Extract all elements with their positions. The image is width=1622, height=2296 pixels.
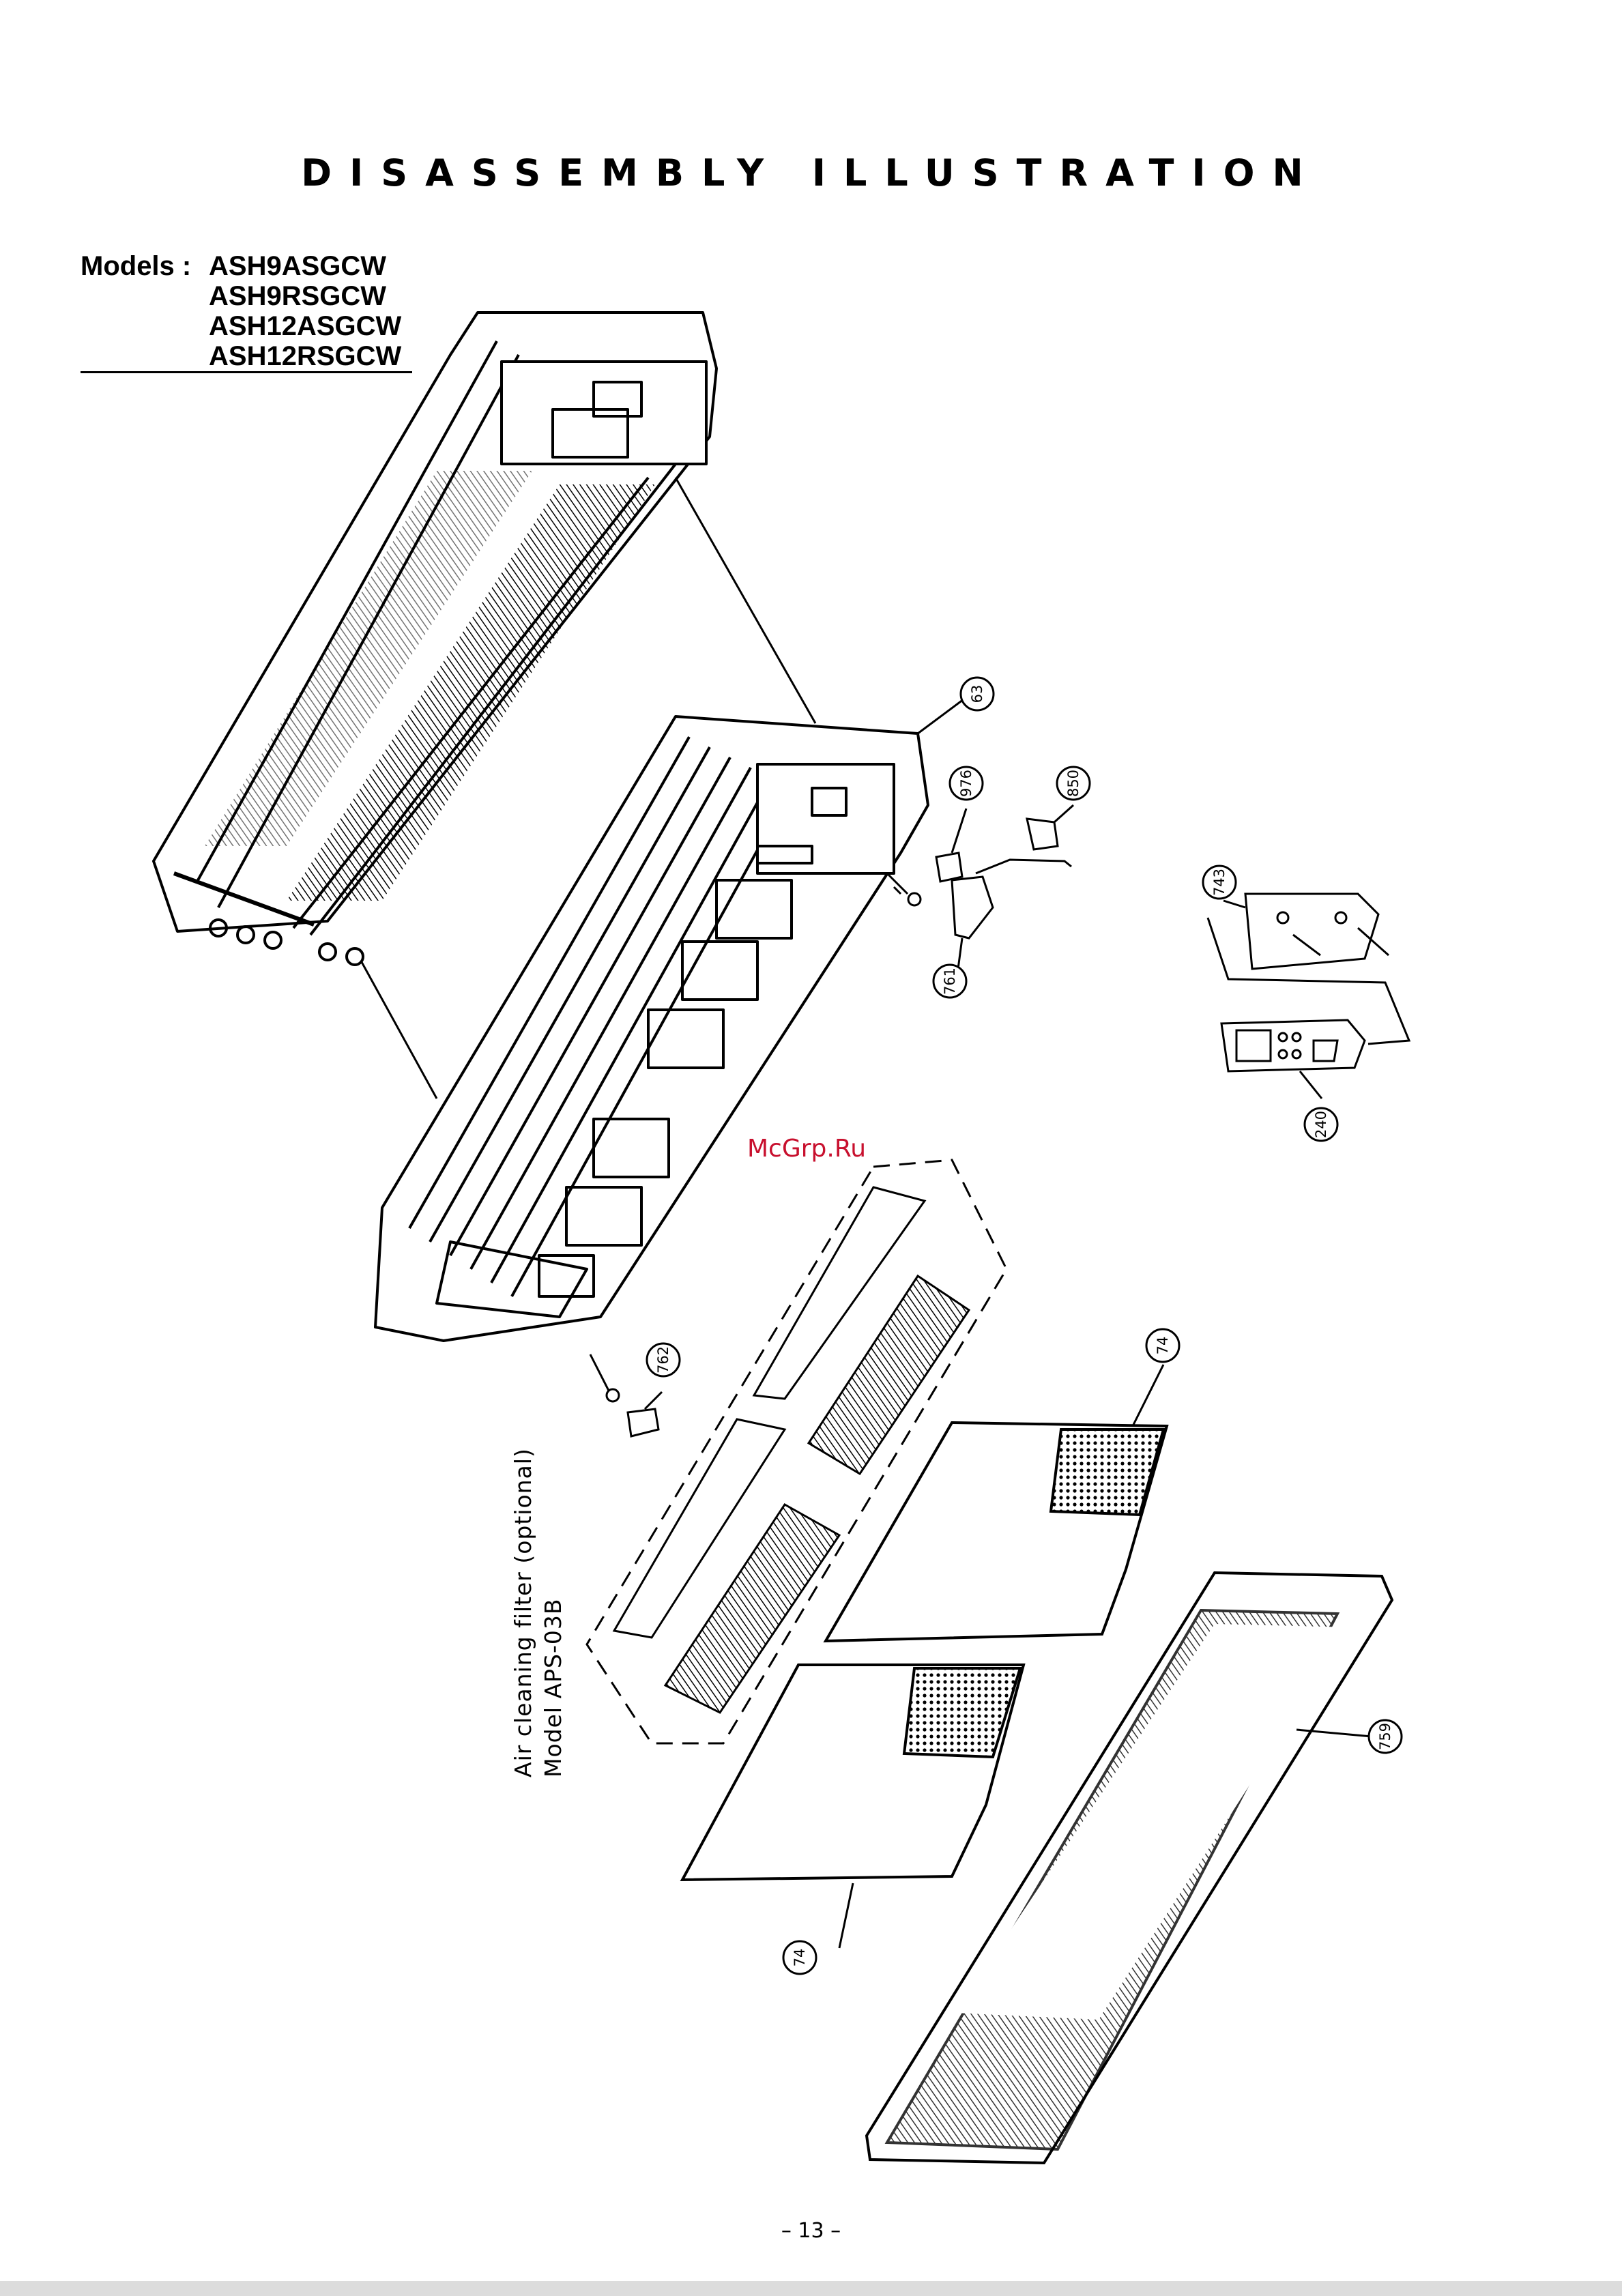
callout-743: 743 xyxy=(1203,866,1236,899)
optional-filter-note-line1: Air cleaning filter (optional) xyxy=(510,1448,536,1777)
remote-holder-and-remote xyxy=(1208,894,1409,1071)
callout-759: 759 xyxy=(1369,1720,1402,1753)
part-label-74: 74 xyxy=(1155,1337,1171,1355)
optional-filter-note: Air cleaning filter (optional) Model APS… xyxy=(510,1448,566,1777)
callout-240: 240 xyxy=(1305,1108,1337,1141)
part-label-759: 759 xyxy=(1377,1723,1393,1750)
part-label-976: 976 xyxy=(958,770,974,797)
callout-63: 63 xyxy=(961,678,994,710)
callout-976: 976 xyxy=(950,767,983,800)
part-label-762: 762 xyxy=(655,1346,671,1374)
part-label-74: 74 xyxy=(792,1949,808,1967)
part-label-850: 850 xyxy=(1065,770,1082,797)
callout-762: 762 xyxy=(647,1343,680,1376)
part-label-63: 63 xyxy=(969,685,985,703)
watermark: McGrp.Ru xyxy=(747,1135,866,1163)
part-label-240: 240 xyxy=(1313,1111,1329,1138)
page-number: – 13 – xyxy=(0,2219,1622,2243)
callout-761: 761 xyxy=(933,965,966,998)
part-label-761: 761 xyxy=(942,968,958,995)
callout-74-top: 74 xyxy=(1146,1329,1179,1362)
optional-filter-note-line2: Model APS-03B xyxy=(540,1598,566,1777)
callout-850: 850 xyxy=(1057,767,1090,800)
part-label-743: 743 xyxy=(1211,869,1228,896)
callout-74-bottom: 74 xyxy=(783,1941,816,1974)
bottom-band xyxy=(0,2281,1622,2296)
